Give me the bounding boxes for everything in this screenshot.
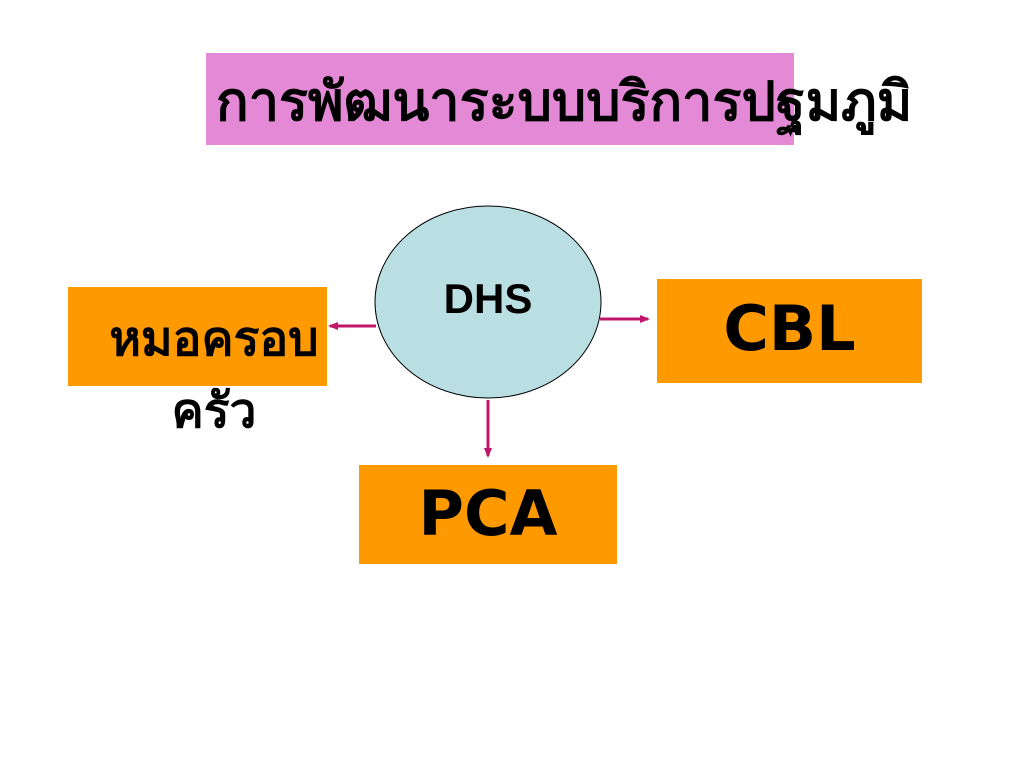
pca-box (359, 465, 617, 564)
family-doctor-box (68, 287, 327, 386)
cbl-label: CBL (723, 292, 856, 365)
dhs-ellipse (374, 205, 602, 399)
pca-label: PCA (418, 477, 558, 550)
family-doctor-label: หมอครอบครัว (109, 311, 319, 439)
dhs-label: DHS (443, 275, 533, 322)
cbl-box (657, 279, 922, 383)
title-banner (206, 53, 794, 145)
slide-title: การพัฒนาระบบบริการปฐมภูมิ (216, 70, 913, 133)
